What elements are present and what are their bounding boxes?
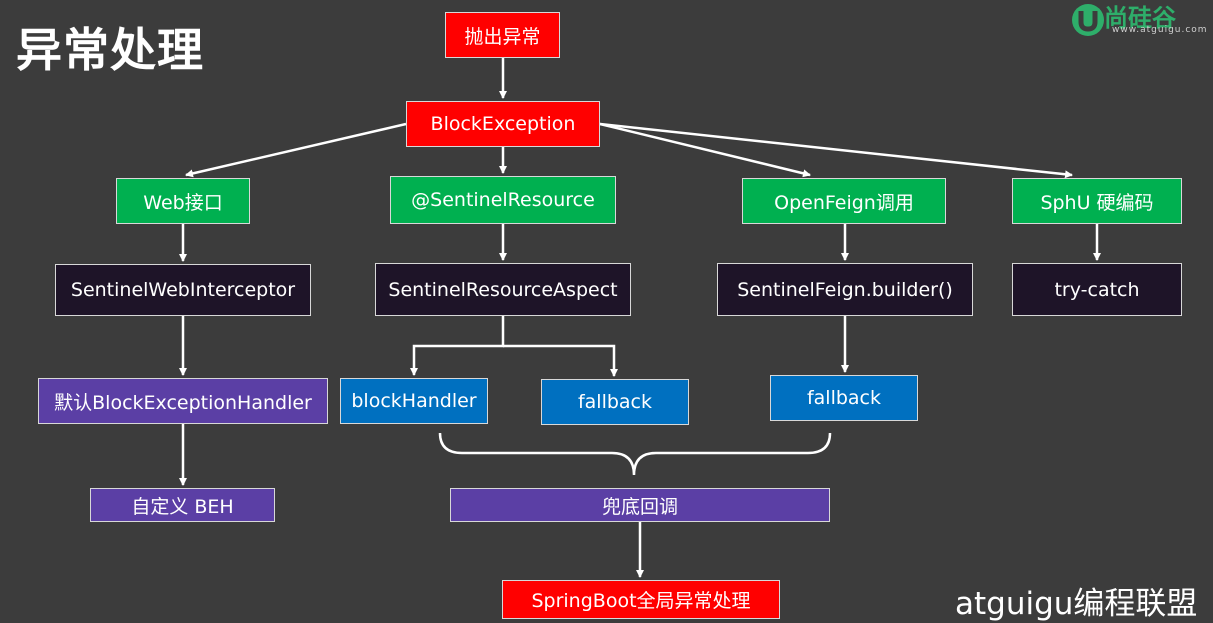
node-sentinel-resource: @SentinelResource xyxy=(390,176,616,224)
watermark: atguigu编程联盟 xyxy=(955,586,1198,622)
arrow-block-to-openfeign xyxy=(599,122,811,178)
node-block-handler: blockHandler xyxy=(340,378,488,424)
node-web-interceptor: SentinelWebInterceptor xyxy=(55,264,311,316)
brand-logo: 尚硅谷 www.atguigu.com xyxy=(1068,0,1213,40)
node-fallback-resource: fallback xyxy=(541,379,689,425)
node-custom-beh: 自定义 BEH xyxy=(90,488,275,522)
arrow-block-to-web xyxy=(185,122,407,178)
arrow-block-to-sphu xyxy=(599,122,1073,179)
node-openfeign: OpenFeign调用 xyxy=(742,178,946,224)
page-title: 异常处理 xyxy=(16,23,204,77)
arrow-aspect-to-blockhandler xyxy=(410,316,505,376)
node-default-handler: 默认BlockExceptionHandler xyxy=(38,378,328,424)
node-feign-builder: SentinelFeign.builder() xyxy=(717,263,973,316)
logo-text: 尚硅谷 xyxy=(1104,4,1176,32)
node-resource-aspect: SentinelResourceAspect xyxy=(375,263,631,316)
node-try-catch: try-catch xyxy=(1012,263,1182,316)
node-web-interface: Web接口 xyxy=(116,178,250,224)
logo-url: www.atguigu.com xyxy=(1112,25,1208,35)
node-throw-exception: 抛出异常 xyxy=(445,12,560,58)
node-fallback-callback: 兜底回调 xyxy=(450,488,830,522)
logo-icon xyxy=(1072,4,1104,36)
node-block-exception: BlockException xyxy=(406,101,600,147)
curly-brace xyxy=(438,432,832,476)
node-fallback-feign: fallback xyxy=(770,375,918,421)
arrow-aspect-to-fallback xyxy=(503,344,618,377)
node-sphu: SphU 硬编码 xyxy=(1012,178,1182,224)
node-springboot-handler: SpringBoot全局异常处理 xyxy=(502,580,780,619)
